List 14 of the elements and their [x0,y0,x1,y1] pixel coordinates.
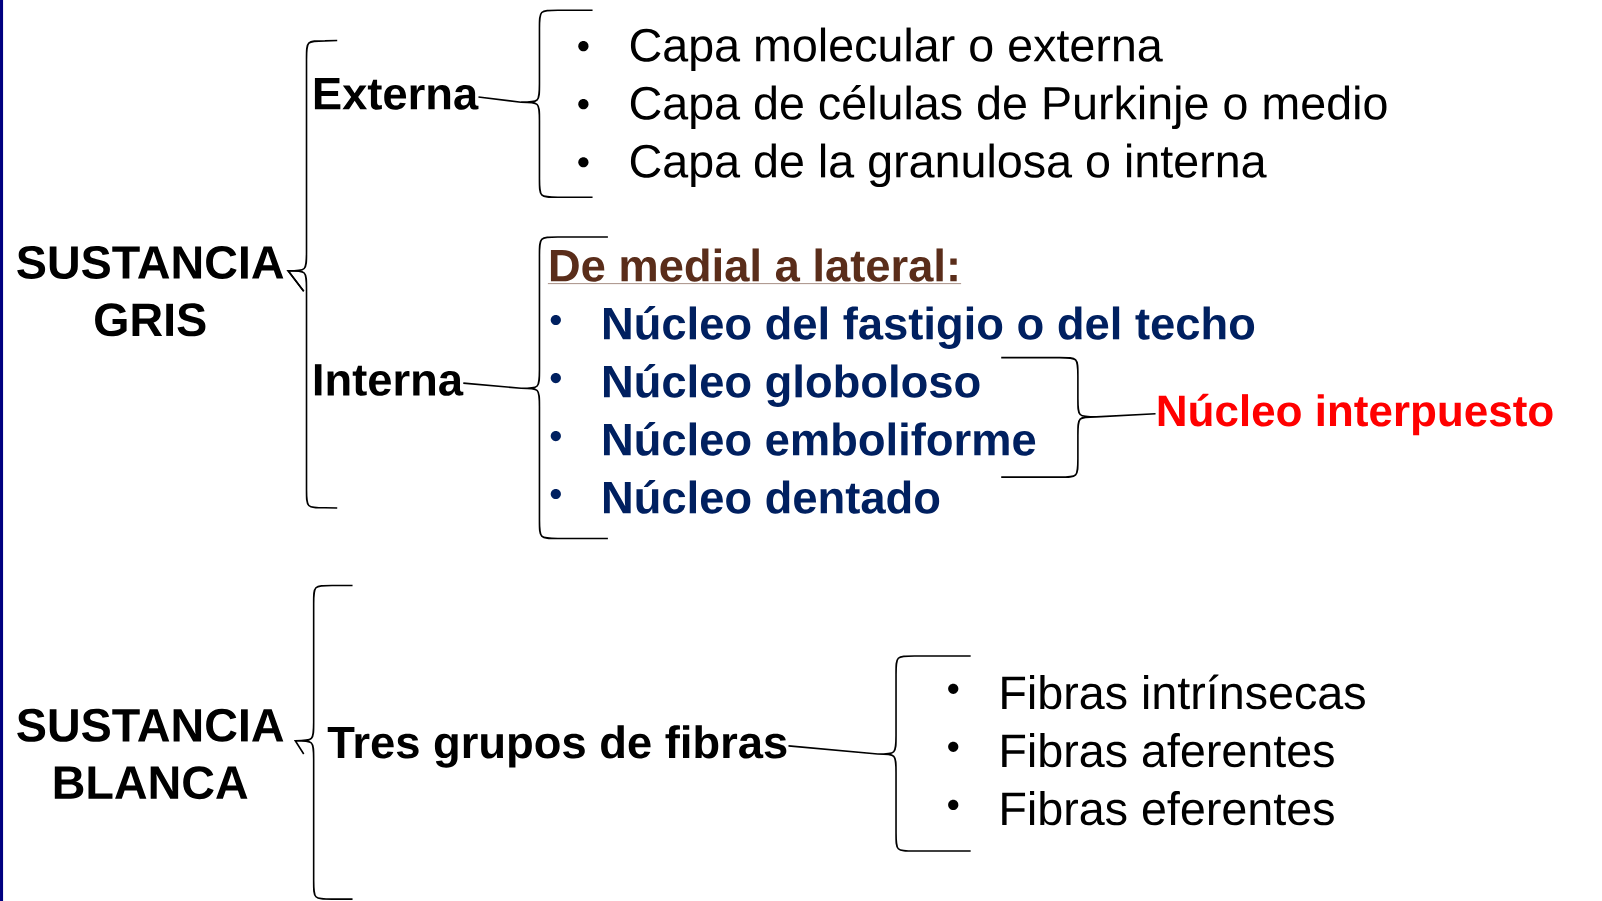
category-label: Externa [314,78,479,110]
curly-brace [787,655,972,852]
bullet-list: Fibras intrínsecas Fibras aferentes Fibras eferentes [1002,674,1365,826]
category-label: Interna [314,364,464,396]
curly-brace [1000,356,1157,478]
curly-brace [287,269,339,509]
curly-brace [477,9,594,198]
category-label: Núcleo interpuesto [1158,393,1553,436]
heading-label: SUSTANCIA GRIS [17,245,284,337]
curly-brace [294,584,354,900]
bullet-list: Capa molecular o externa Capa de células de Purkinje o medio Capa de la granulosa o interna [630,27,1387,187]
category-label: Tres grupos de fibras [327,725,787,768]
curly-brace [462,236,609,540]
heading-label: SUSTANCIA BLANCA [17,708,284,800]
